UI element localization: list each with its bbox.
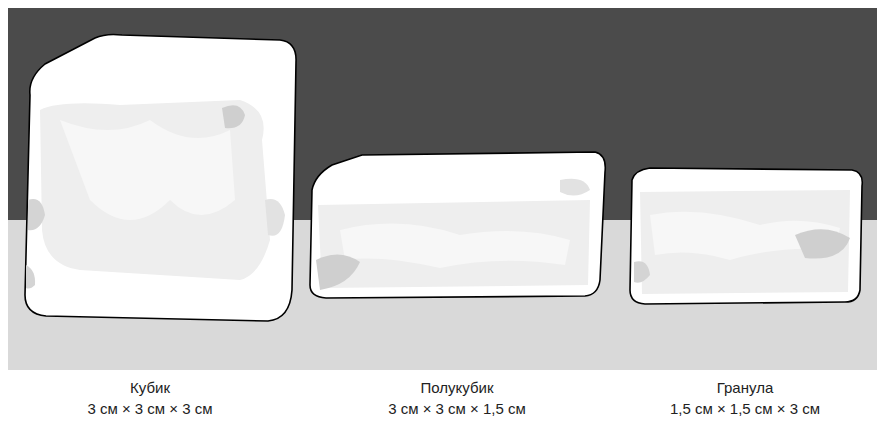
dimension-label: 3 см × 3 см × 3 см — [87, 399, 212, 419]
ice-cube — [25, 34, 296, 321]
ice-type-name: Гранула — [717, 378, 774, 398]
ice-type-name: Полукубик — [421, 378, 494, 398]
half-cube — [310, 152, 605, 298]
ice-pellet — [630, 168, 862, 304]
ice-type-name: Кубик — [130, 378, 170, 398]
dimension-label: 3 см × 3 см × 1,5 см — [388, 399, 526, 419]
dimension-label: 1,5 см × 1,5 см × 3 см — [670, 399, 820, 419]
